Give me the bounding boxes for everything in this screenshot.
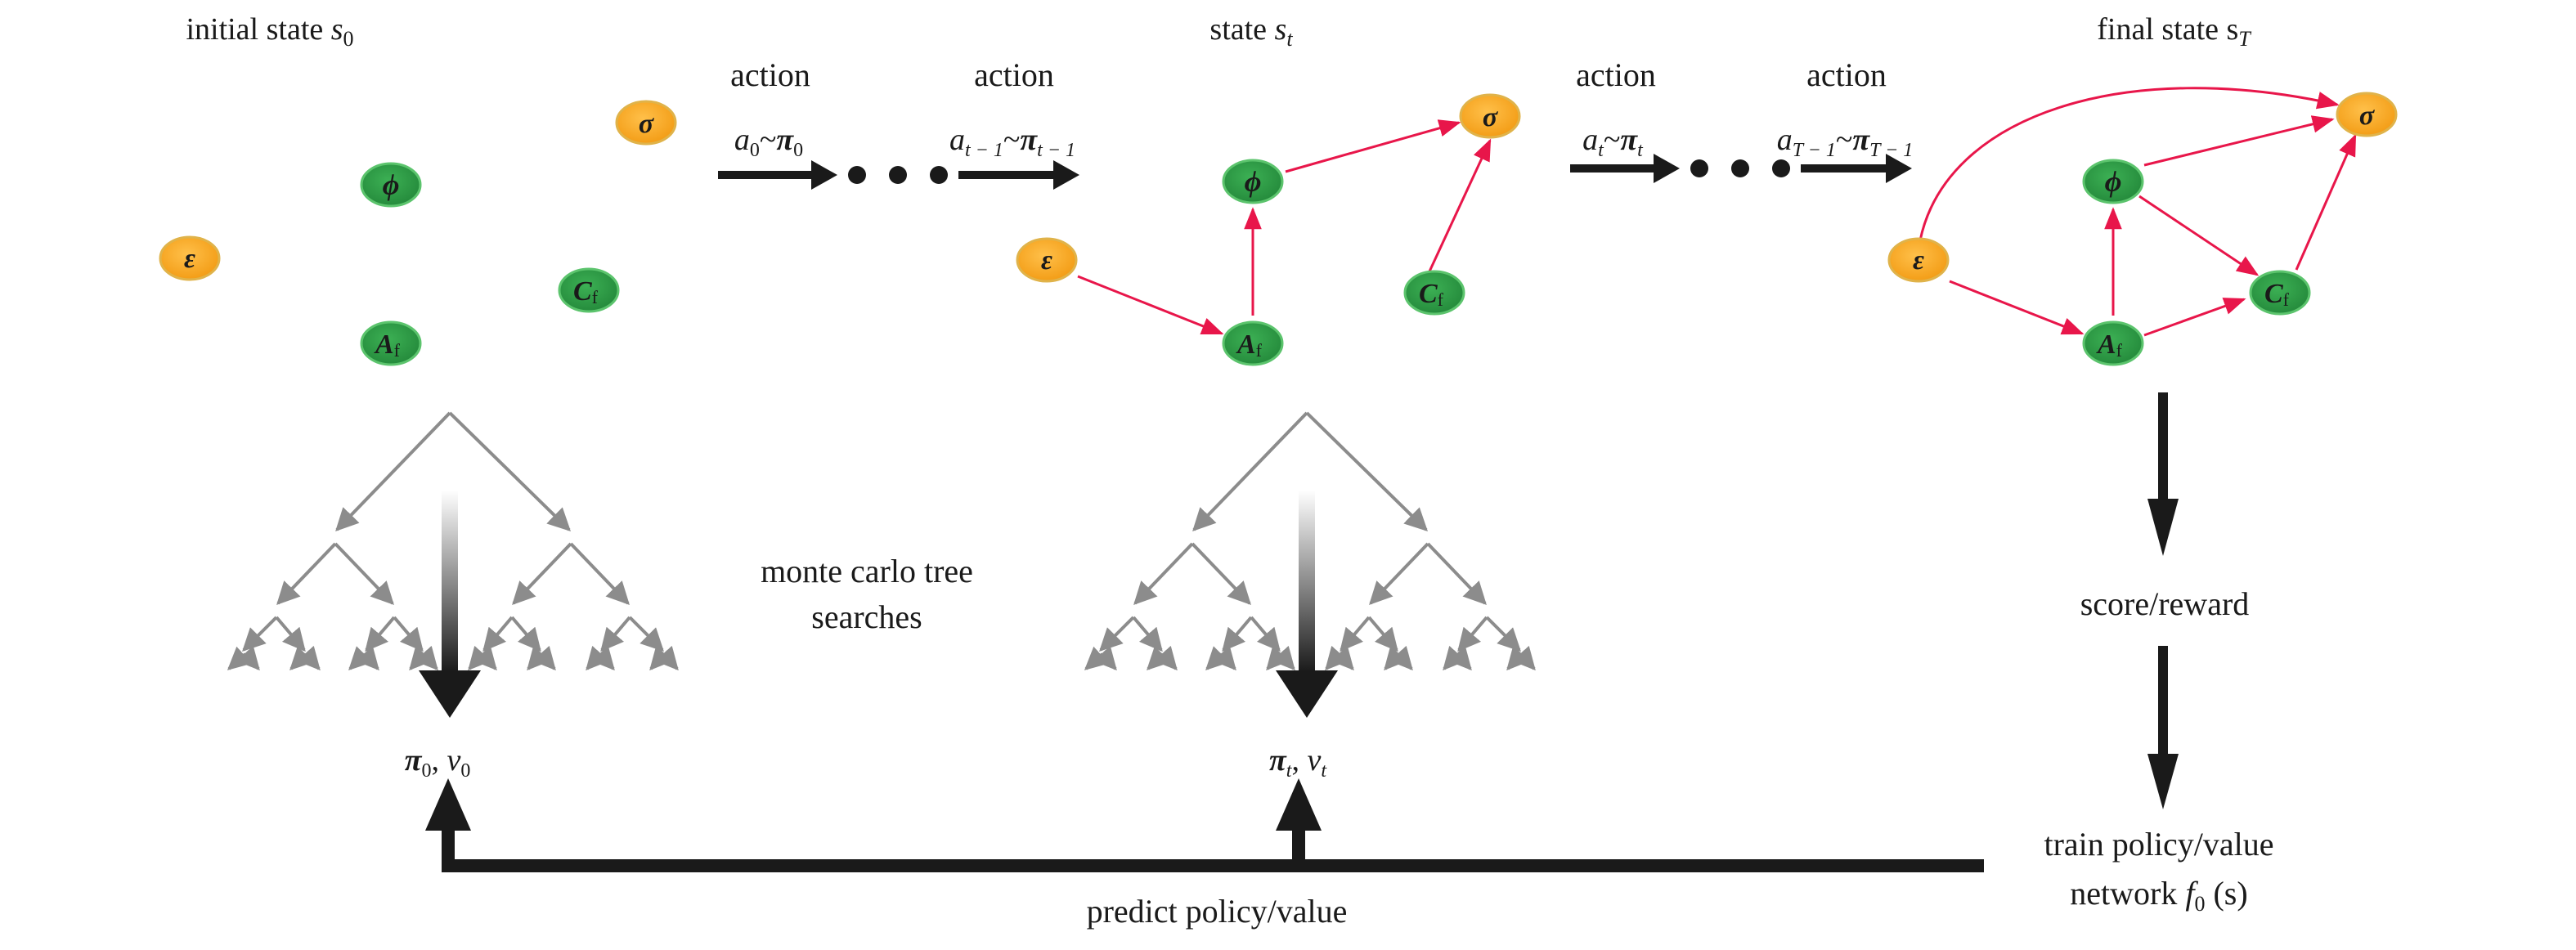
- initial-node-epsilon: ε: [159, 235, 221, 281]
- action-a0: a0~π0: [734, 123, 803, 161]
- svg-text:ϕ: ϕ: [1245, 165, 1262, 198]
- mcts-tree-2: [1084, 411, 1536, 671]
- svg-text:ϕ: ϕ: [2105, 165, 2122, 198]
- mid-node-sigma: σ: [1459, 93, 1521, 139]
- initial-node-af: Af: [360, 320, 422, 366]
- svg-text:ε: ε: [1913, 245, 1924, 276]
- action-label-4: action: [1806, 56, 1887, 93]
- svg-text:σ: σ: [2359, 101, 2376, 131]
- mid-node-phi: ϕ: [1222, 159, 1284, 204]
- action-at-minus-1: at − 1~πt − 1: [949, 123, 1075, 161]
- final-to-score-arrow: [2147, 392, 2179, 556]
- ellipsis-dots-1: [848, 166, 948, 184]
- initial-node-cf: Cf: [558, 267, 620, 313]
- ellipsis-dots-2: [1690, 159, 1790, 177]
- svg-text:ε: ε: [1041, 245, 1052, 276]
- mcts-arrow-2: [1276, 491, 1338, 718]
- feedback-arrow: [425, 778, 1984, 872]
- svg-text:ϕ: ϕ: [383, 168, 400, 201]
- mcts-arrow-1: [419, 491, 481, 718]
- output-pit-vt: πt, vt: [1269, 743, 1327, 782]
- final-node-sigma: σ: [2336, 92, 2398, 137]
- action-label-1: action: [730, 56, 810, 93]
- mid-node-af: Af: [1222, 320, 1284, 366]
- final-edges: [1919, 87, 2357, 337]
- action-at: at~πt: [1582, 123, 1644, 161]
- action-arrow-2: [958, 160, 1079, 190]
- action-arrow-4: [1801, 154, 1912, 183]
- score-to-train-arrow: [2147, 646, 2179, 809]
- mid-edges: [1077, 119, 1492, 335]
- svg-text:σ: σ: [1483, 102, 1499, 132]
- train-network-line1: train policy/value: [2044, 826, 2273, 863]
- mcts-tree-1: [227, 411, 679, 671]
- action-aT-minus-1: aT − 1~πT − 1: [1777, 123, 1914, 161]
- final-state-label: final state sT: [2097, 12, 2251, 51]
- score-reward-label: score/reward: [2080, 585, 2250, 622]
- mcts-label-line2: searches: [811, 598, 922, 635]
- final-node-cf: Cf: [2249, 270, 2311, 316]
- final-node-epsilon: ε: [1887, 237, 1950, 283]
- output-pi0-v0: π0, v0: [405, 743, 471, 782]
- action-arrow-1: [718, 160, 837, 190]
- final-node-af: Af: [2082, 320, 2144, 366]
- svg-text:Cf: Cf: [2264, 279, 2290, 310]
- svg-text:Cf: Cf: [1419, 279, 1444, 310]
- svg-text:Af: Af: [1236, 329, 1263, 361]
- svg-text:Cf: Cf: [573, 276, 599, 307]
- action-arrow-3: [1570, 154, 1680, 183]
- svg-text:Af: Af: [374, 329, 401, 361]
- predict-policy-value-label: predict policy/value: [1087, 893, 1348, 930]
- action-label-3: action: [1576, 56, 1656, 93]
- svg-text:Af: Af: [2096, 329, 2123, 361]
- mid-node-epsilon: ε: [1016, 237, 1078, 283]
- mcts-label-line1: monte carlo tree: [761, 553, 973, 589]
- action-label-2: action: [974, 56, 1054, 93]
- sigma-node-actions: σ: [615, 100, 677, 146]
- mid-node-cf: Cf: [1403, 270, 1465, 316]
- initial-state-label: initial state s0: [186, 12, 353, 51]
- svg-text:σ: σ: [639, 109, 655, 139]
- mid-state-label: state st: [1209, 12, 1293, 51]
- svg-text:ε: ε: [184, 244, 195, 274]
- final-node-phi: ϕ: [2082, 159, 2144, 204]
- train-network-line2: network f0 (s): [2070, 875, 2247, 916]
- initial-node-phi: ϕ: [360, 162, 422, 208]
